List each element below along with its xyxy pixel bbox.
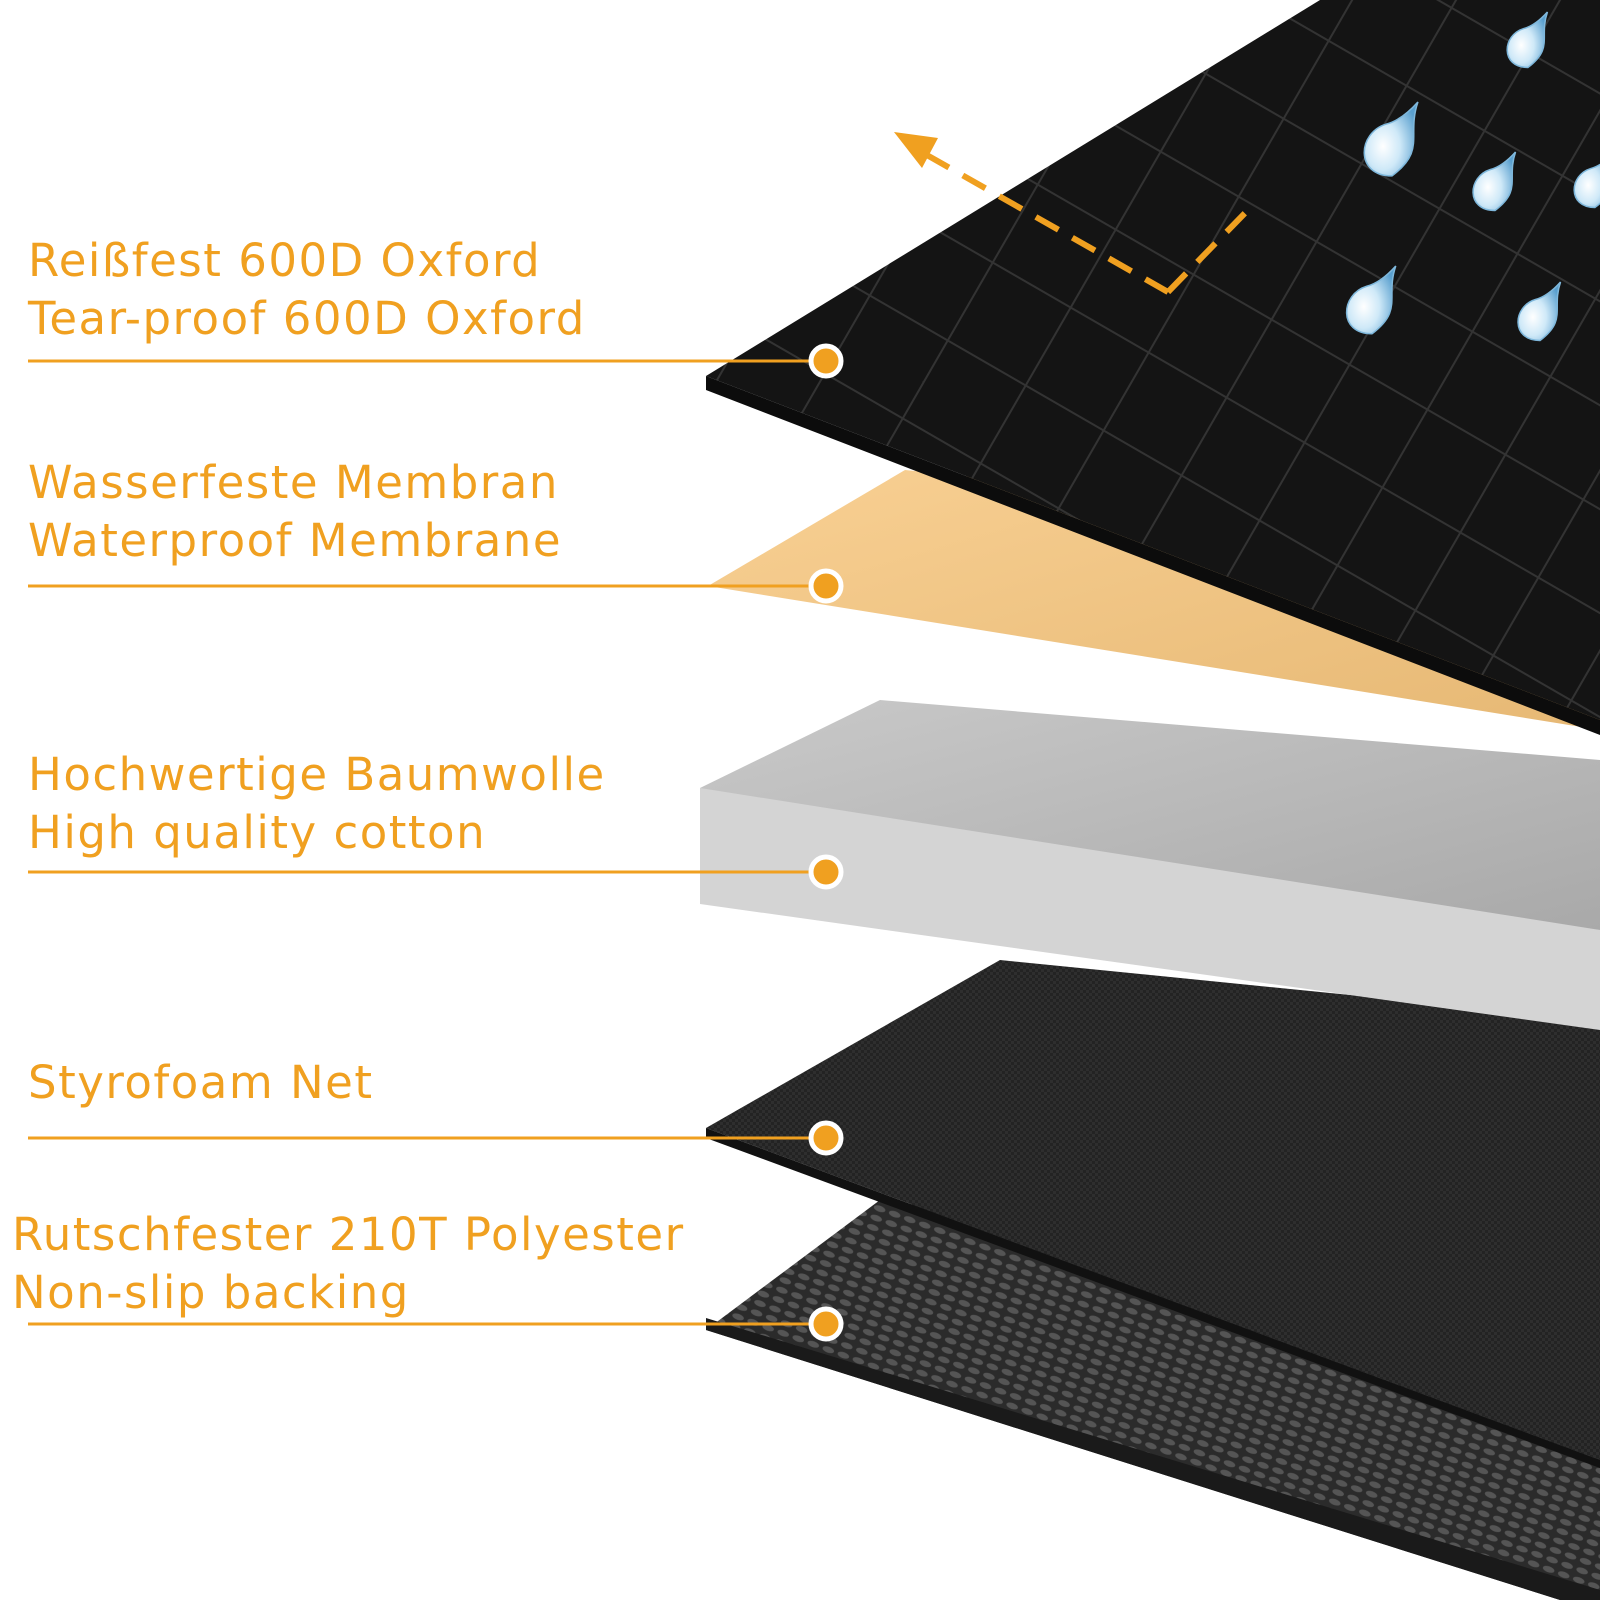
label-backing: Rutschfester 210T Polyester Non-slip bac… [12, 1206, 685, 1322]
water-drop-icon [1345, 265, 1397, 335]
label-membrane: Wasserfeste Membran Waterproof Membrane [28, 454, 562, 570]
dashed-arrow-icon [894, 132, 1249, 295]
water-drop-icon [1363, 101, 1419, 177]
layer-cotton-side [700, 788, 1600, 1030]
layer-oxford-edge [706, 376, 1600, 735]
label-oxford-en: Tear-proof 600D Oxford [28, 292, 586, 345]
water-drop-icon [1517, 281, 1562, 342]
label-cotton-de: Hochwertige Baumwolle [28, 748, 606, 801]
water-drop-icon [1345, 11, 1600, 342]
layer-backing-edge [706, 1318, 1600, 1600]
label-cotton-en: High quality cotton [28, 806, 487, 859]
label-oxford: Reißfest 600D Oxford Tear-proof 600D Oxf… [28, 232, 586, 348]
layer-net-edge [706, 1128, 1600, 1468]
leader-backing-dot [808, 1306, 844, 1342]
leader-cotton-dot [808, 854, 844, 890]
label-cotton: Hochwertige Baumwolle High quality cotto… [28, 746, 606, 862]
layer-net-shape [706, 960, 1600, 1460]
leader-net-dot [808, 1120, 844, 1156]
label-membrane-de: Wasserfeste Membran [28, 456, 559, 509]
label-net: Styrofoam Net [28, 1054, 373, 1112]
label-backing-en: Non-slip backing [12, 1266, 410, 1319]
label-membrane-en: Waterproof Membrane [28, 514, 563, 567]
leader-lines [28, 343, 844, 1342]
water-drop-icon [1573, 163, 1600, 209]
layer-oxford-shape [706, 0, 1600, 720]
label-net-de: Styrofoam Net [28, 1056, 374, 1109]
label-backing-de: Rutschfester 210T Polyester [12, 1208, 685, 1261]
leader-oxford-dot [808, 343, 844, 379]
label-oxford-de: Reißfest 600D Oxford [28, 234, 542, 287]
leader-membrane-dot [808, 568, 844, 604]
water-drop-icon [1506, 11, 1549, 69]
water-drop-icon [1472, 151, 1517, 212]
